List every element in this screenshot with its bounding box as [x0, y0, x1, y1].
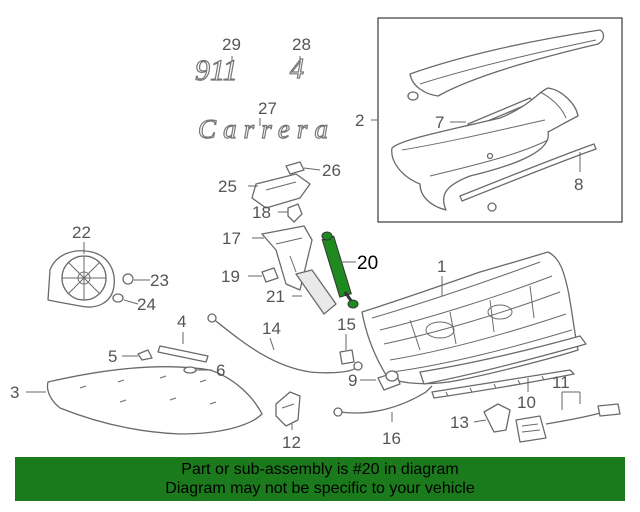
- fastener-5: [137, 349, 153, 361]
- clip-15: [339, 349, 355, 365]
- callout-11: 11: [552, 373, 570, 392]
- callout-7: 7: [435, 113, 444, 132]
- bracket-12: [275, 391, 301, 427]
- spoiler-inset: [377, 17, 623, 223]
- callout-22: 22: [72, 223, 91, 242]
- callout-20: 20: [357, 253, 378, 274]
- callout-19: 19: [221, 267, 240, 286]
- callout-14: 14: [262, 319, 281, 338]
- callout-27: 27: [258, 99, 277, 118]
- fastener-6: [183, 366, 197, 374]
- callout-25: 25: [218, 177, 237, 196]
- callout-16: 16: [382, 429, 401, 448]
- callout-10: 10: [517, 393, 536, 412]
- callout-26: 26: [322, 161, 341, 180]
- callout-4: 4: [177, 312, 186, 331]
- parts-diagram: 911 4 Carrera 1 2 3: [10, 17, 623, 452]
- fan-assembly: [47, 250, 115, 308]
- bulb-26: [285, 161, 305, 175]
- hinge-4: [157, 345, 209, 363]
- callout-13: 13: [450, 413, 469, 432]
- lock-actuator: [515, 403, 621, 443]
- footer-banner: Part or sub-assembly is #20 in diagram D…: [15, 457, 625, 501]
- cover-21: [295, 269, 337, 315]
- callout-9: 9: [348, 371, 357, 390]
- callout-15: 15: [337, 315, 356, 334]
- callout-12: 12: [282, 433, 301, 452]
- callout-28: 28: [292, 35, 311, 54]
- footer-line-1: Part or sub-assembly is #20 in diagram: [181, 461, 459, 478]
- latch-bracket-25: [251, 173, 311, 209]
- bolt-18: [287, 203, 303, 223]
- callout-23: 23: [150, 271, 169, 290]
- leader-lines: [26, 56, 581, 430]
- fastener-23: [122, 273, 134, 285]
- bolt-19: [261, 267, 279, 283]
- gas-strut-20: [321, 231, 359, 309]
- callout-3: 3: [10, 383, 19, 402]
- decklid: [361, 251, 587, 385]
- callout-17: 17: [222, 229, 241, 248]
- badge-911: 911: [195, 54, 238, 87]
- cable-16: [339, 385, 433, 414]
- callout-18: 18: [252, 203, 271, 222]
- seal-strip: [431, 369, 575, 399]
- badge-4: 4: [290, 54, 304, 85]
- callout-29: 29: [222, 35, 241, 54]
- callout-6: 6: [216, 361, 225, 380]
- callout-24: 24: [137, 295, 156, 314]
- callout-5: 5: [108, 347, 117, 366]
- insulation-pad: [46, 366, 263, 435]
- bracket-13: [483, 403, 511, 433]
- callout-8: 8: [574, 175, 583, 194]
- callout-numbers: 1 2 3 4 5 6 7 8 9 10 11 12 13 14 15 16 1…: [10, 35, 583, 452]
- callout-21: 21: [266, 287, 285, 306]
- callout-2: 2: [355, 111, 364, 130]
- fastener-24: [112, 293, 124, 303]
- release-cable: [211, 317, 357, 374]
- callout-1: 1: [437, 257, 446, 276]
- badge-carrera: Carrera: [198, 114, 328, 144]
- buffer-9: [377, 370, 401, 391]
- footer-line-2: Diagram may not be specific to your vehi…: [165, 480, 475, 497]
